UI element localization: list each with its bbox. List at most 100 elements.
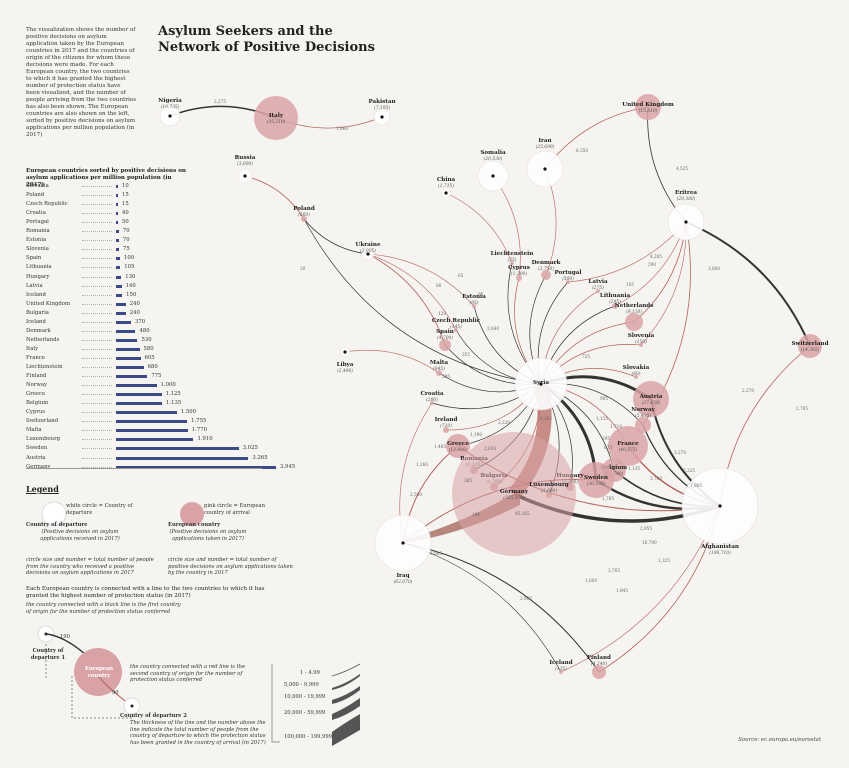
dot-leader [82, 357, 112, 359]
thickness-scale [271, 663, 361, 746]
departure-node: Nigeria(10,735) [158, 98, 182, 127]
scale-1: 1 - 4.99 [300, 670, 320, 676]
european-circle [639, 343, 643, 347]
departure-value: (106,710) [709, 551, 731, 556]
bar-country-label: Portugal [26, 219, 49, 226]
flow-number: 2,500 [410, 492, 422, 497]
european-circle [454, 328, 458, 332]
european-name: Ireland [435, 417, 458, 423]
flow-number: 385 [464, 478, 472, 483]
bar-value-label: 240 [129, 309, 140, 316]
source-note: Source: ec.europa.eu/eurostat [738, 737, 821, 743]
scale-3: 10,000 - 19,999 [284, 694, 326, 700]
flow-line [567, 221, 687, 283]
dot-leader [82, 448, 112, 450]
bar-value-label: 100 [124, 255, 135, 262]
bar [116, 230, 119, 234]
bar-value-label: 105 [124, 264, 135, 271]
european-name: Denmark [532, 260, 561, 266]
flow-number: 905 [600, 396, 608, 401]
flow-number: 3,270 [674, 450, 686, 455]
departure-name: Libya [337, 362, 354, 368]
european-name: Poland [293, 206, 315, 212]
european-value: (2,750) [538, 267, 554, 272]
bar [116, 438, 194, 442]
european-name: Liechtenstein [491, 251, 534, 257]
european-node: Finland(4,240) [587, 655, 611, 679]
european-value: (135) [555, 667, 567, 672]
bar-value-label: 3.025 [242, 445, 258, 452]
flow-number: 2,270 [742, 388, 754, 393]
bar-country-label: Croatia [26, 210, 46, 217]
european-node: Germany(325,370) [452, 432, 576, 556]
dot-leader [82, 186, 112, 187]
flow-number: 1,125 [596, 416, 608, 421]
dot-leader [82, 385, 112, 387]
bar [116, 420, 188, 424]
flow-number: 3,225 [683, 468, 695, 473]
bar-value-label: 1.000 [160, 382, 176, 389]
intro-text: The visualization shows the number of po… [26, 27, 137, 138]
bar-value-label: 1.770 [191, 427, 207, 434]
european-node: Poland(560) [293, 206, 315, 222]
departure-value: (3,000) [237, 162, 253, 167]
bar-country-label: Spain [26, 255, 42, 262]
european-value: (12,460) [449, 448, 468, 453]
legend-departure-sub: (Positive decisions on asylum applicatio… [40, 529, 120, 542]
european-value: (30,335) [587, 482, 606, 487]
bar [116, 203, 118, 207]
dot-leader [82, 339, 112, 341]
flow-number: 295 [442, 374, 450, 379]
legend-arrival-note: circle size and number = total number of… [168, 557, 293, 576]
node-dot [168, 114, 172, 118]
european-circle [635, 417, 651, 433]
european-circle [612, 303, 618, 309]
bar-country-label: Slovakia [26, 183, 49, 189]
scale-2: 5,000 - 9,999 [284, 682, 319, 688]
departure-name: Eritrea [675, 190, 697, 196]
european-value: (200) [426, 398, 438, 403]
dot-leader [82, 367, 112, 368]
flow-line [445, 192, 513, 264]
bar-value-label: 130 [125, 273, 136, 280]
dot-leader [82, 231, 112, 233]
dot-leader [82, 330, 112, 332]
european-value: (845) [433, 367, 445, 372]
departure-name: Iran [538, 138, 551, 144]
european-name: Iceland [549, 660, 572, 666]
bar-value-label: 70 [122, 228, 130, 235]
bar [116, 257, 121, 261]
european-value: (35,310) [267, 120, 286, 125]
flow-line [367, 253, 475, 307]
european-node: Liechtenstein(25) [491, 251, 534, 265]
legend-departure-heading: Country of departure [26, 522, 88, 528]
european-name: Latvia [588, 279, 608, 285]
bar-country-label: Norway [26, 382, 48, 389]
european-circle [608, 426, 648, 466]
dot-leader [82, 412, 112, 414]
flow-number: 105 [626, 282, 634, 287]
european-value: (27,450) [642, 401, 661, 406]
example-departure-2: Country of departure 2 [120, 713, 187, 719]
departure-name: China [437, 177, 456, 183]
european-value: (25) [507, 258, 516, 263]
european-name: Switzerland [792, 341, 829, 347]
bar [116, 411, 177, 415]
bar-value-label: 1.500 [180, 409, 196, 416]
european-value: (275) [592, 286, 604, 291]
european-name: France [617, 441, 639, 447]
european-name: Slovenia [628, 333, 655, 339]
european-node: Estonia(95) [462, 294, 486, 308]
european-value: (40,575) [619, 448, 638, 453]
bar-country-label: Switzerland [26, 418, 59, 425]
departure-node: Somalia(20,530) [477, 150, 509, 192]
bar [116, 456, 249, 460]
bar [116, 393, 162, 397]
